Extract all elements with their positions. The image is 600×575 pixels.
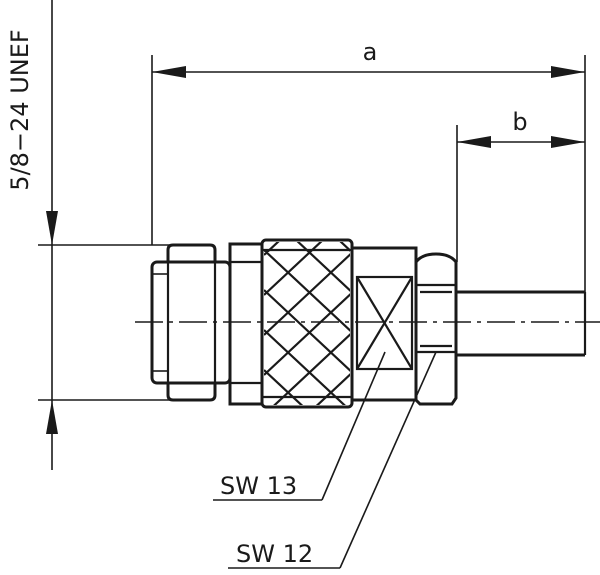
coupling-ring bbox=[228, 242, 264, 406]
hex-body-sw13 bbox=[350, 246, 418, 402]
sw13-label: SW 13 bbox=[220, 472, 297, 500]
dim-b-arrow-right bbox=[551, 136, 585, 148]
knurled-nut bbox=[260, 238, 354, 409]
dim-a-label: a bbox=[363, 38, 378, 66]
dim-a-arrow-left bbox=[152, 66, 186, 78]
leader-sw12 bbox=[228, 351, 437, 569]
dim-b-label: b bbox=[512, 108, 527, 136]
thread-dimension: 5/8−24 UNEF bbox=[6, 0, 172, 470]
sw12-label: SW 12 bbox=[236, 540, 313, 568]
dimension-b: b bbox=[456, 108, 585, 262]
thread-label: 5/8−24 UNEF bbox=[6, 29, 34, 190]
leader-sw13 bbox=[213, 351, 386, 501]
cable bbox=[456, 290, 587, 357]
thread-arrow-bottom bbox=[46, 400, 58, 434]
dim-a-arrow-right bbox=[551, 66, 585, 78]
hex-nut-sw12 bbox=[414, 252, 458, 406]
dim-b-arrow-left bbox=[457, 136, 491, 148]
dimension-a: a bbox=[151, 38, 586, 355]
thread-arrow-top bbox=[46, 211, 58, 245]
